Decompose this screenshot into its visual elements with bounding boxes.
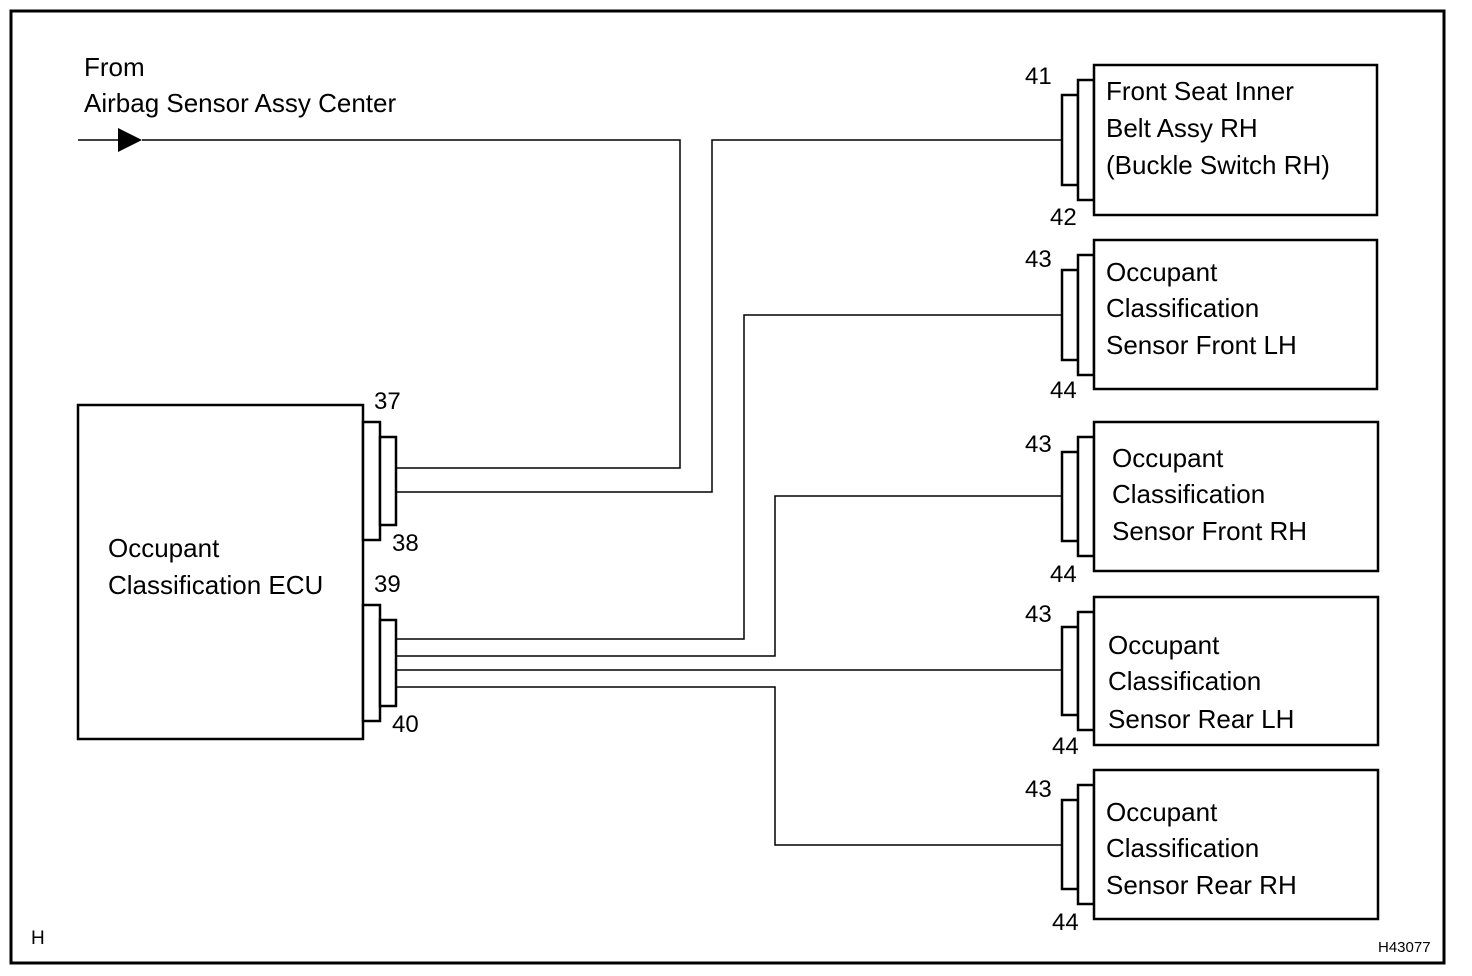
component-sensor-rear-lh bbox=[1060, 595, 1380, 747]
ecu-pin-39: 39 bbox=[374, 571, 401, 598]
sensor-rear-rh-label-line1: Occupant bbox=[1106, 797, 1218, 827]
sensor-front-lh-pin-43: 43 bbox=[1025, 246, 1052, 273]
sensor-front-lh-label-line1: Occupant bbox=[1106, 257, 1218, 287]
sensor-rear-lh-pin-44: 44 bbox=[1052, 733, 1079, 760]
sensor-rear-rh-pin-44: 44 bbox=[1052, 909, 1079, 936]
wire-ecu-to-sensor-rear-rh bbox=[396, 686, 1062, 846]
sensor-front-rh-pin-43: 43 bbox=[1025, 431, 1052, 458]
arrow-right-icon bbox=[118, 128, 142, 152]
sensor-front-rh-pin-44: 44 bbox=[1050, 561, 1077, 588]
ecu-label-line2: Classification ECU bbox=[108, 570, 323, 600]
buckle-pin-42: 42 bbox=[1050, 204, 1077, 231]
sensor-front-rh-label-line3: Sensor Front RH bbox=[1112, 516, 1307, 546]
buckle-label-line1: Front Seat Inner bbox=[1106, 76, 1294, 106]
wire-airbag-to-ecu bbox=[142, 139, 681, 469]
sensor-rear-lh-label-line2: Classification bbox=[1108, 666, 1261, 696]
ecu-connector-39-40 bbox=[361, 603, 398, 723]
component-sensor-front-lh bbox=[1060, 238, 1379, 391]
buckle-label-line2: Belt Assy RH bbox=[1106, 113, 1258, 143]
component-sensor-rear-rh bbox=[1060, 768, 1380, 921]
source-label-line1: From bbox=[84, 52, 145, 82]
sensor-front-lh-label-line2: Classification bbox=[1106, 293, 1259, 323]
sensor-front-rh-label-line2: Classification bbox=[1112, 479, 1265, 509]
wire-ecu-to-sensor-front-rh bbox=[396, 495, 1062, 657]
occupant-classification-ecu bbox=[76, 403, 365, 741]
sensor-rear-rh-label-line3: Sensor Rear RH bbox=[1106, 870, 1297, 900]
ecu-connector-37-38 bbox=[361, 420, 398, 542]
ecu-pin-37: 37 bbox=[374, 388, 401, 415]
sensor-front-rh-label-line1: Occupant bbox=[1112, 443, 1224, 473]
source-label-line2: Airbag Sensor Assy Center bbox=[84, 88, 396, 118]
corner-mark-h: H bbox=[31, 928, 45, 949]
figure-code: H43077 bbox=[1378, 939, 1431, 956]
sensor-front-lh-pin-44: 44 bbox=[1050, 377, 1077, 404]
ecu-pin-38: 38 bbox=[392, 530, 419, 557]
sensor-rear-rh-pin-43: 43 bbox=[1025, 776, 1052, 803]
buckle-label-line3: (Buckle Switch RH) bbox=[1106, 150, 1330, 180]
diagram-frame bbox=[9, 9, 1446, 965]
ecu-label-line1: Occupant bbox=[108, 533, 220, 563]
component-buckle-switch-rh bbox=[1060, 63, 1379, 217]
sensor-rear-lh-pin-43: 43 bbox=[1025, 601, 1052, 628]
component-sensor-front-rh bbox=[1060, 420, 1380, 573]
buckle-pin-41: 41 bbox=[1025, 63, 1052, 90]
sensor-rear-lh-label-line1: Occupant bbox=[1108, 630, 1220, 660]
wire-ecu-to-buckle-switch bbox=[396, 139, 1062, 493]
ecu-pin-40: 40 bbox=[392, 711, 419, 738]
sensor-front-lh-label-line3: Sensor Front LH bbox=[1106, 330, 1297, 360]
wire-ecu-to-sensor-front-lh bbox=[396, 314, 1062, 640]
sensor-rear-rh-label-line2: Classification bbox=[1106, 833, 1259, 863]
sensor-rear-lh-label-line3: Sensor Rear LH bbox=[1108, 704, 1294, 734]
